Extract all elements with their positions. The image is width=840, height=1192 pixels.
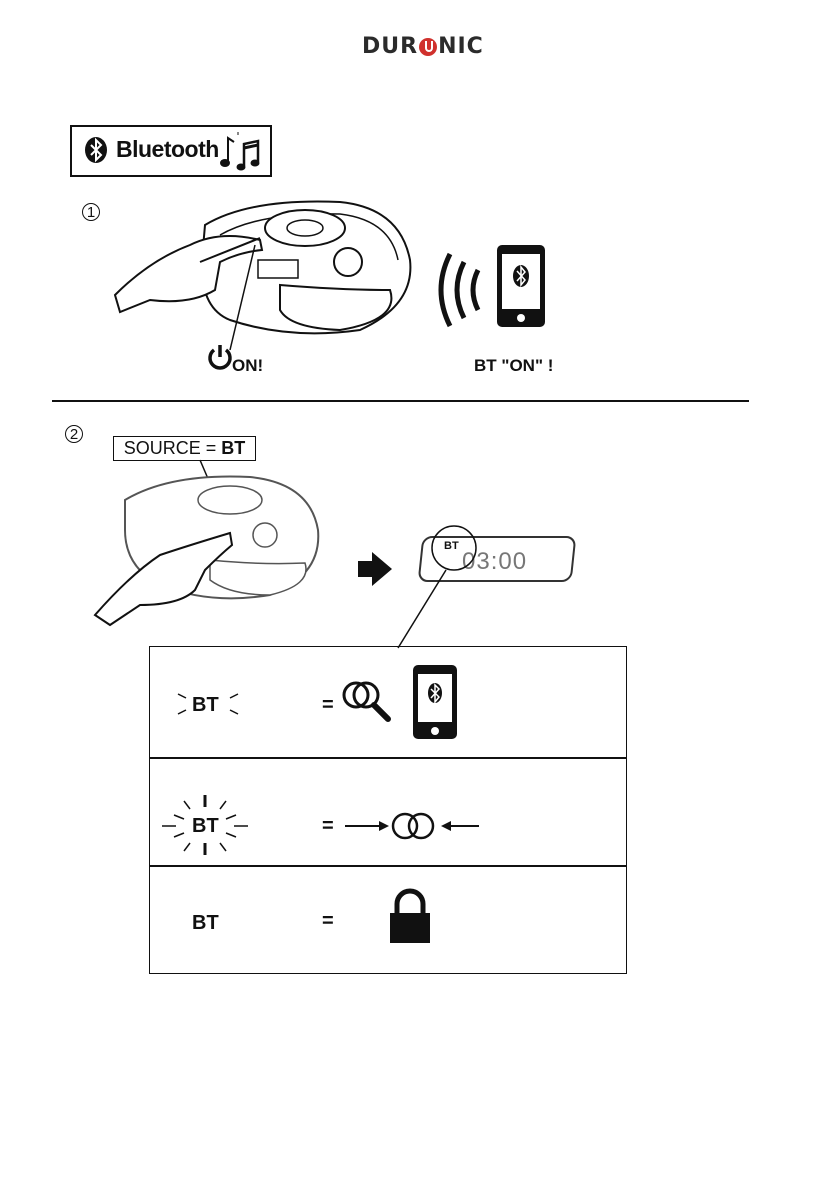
step-2-number: 2	[70, 427, 78, 442]
music-notes-icon	[220, 132, 264, 172]
equals-sign: =	[322, 694, 334, 717]
brand-logo: DUR NIC	[362, 34, 484, 59]
power-on-label: ON!	[232, 356, 263, 376]
step-1-number: 1	[87, 205, 95, 220]
row-divider	[150, 865, 626, 867]
equals-sign: =	[322, 815, 334, 838]
power-o-icon	[419, 38, 437, 56]
step-1-marker: 1	[82, 203, 100, 221]
boombox-illustration	[110, 190, 420, 350]
bluetooth-label: Bluetooth	[116, 136, 219, 163]
legend-bt-slow: BT	[192, 694, 219, 717]
row-divider	[150, 757, 626, 759]
brand-logo-text: DUR	[362, 34, 418, 59]
pairing-icon	[345, 810, 485, 842]
bt-on-label: BT "ON" !	[474, 356, 553, 376]
power-icon	[207, 344, 233, 372]
lock-icon	[388, 890, 432, 944]
legend-bt-fast: BT	[192, 815, 219, 838]
display-callout	[396, 523, 486, 653]
brand-logo-text-end: NIC	[438, 34, 484, 59]
boombox-source-illustration	[80, 455, 330, 625]
section-divider	[52, 400, 749, 402]
equals-sign: =	[322, 910, 334, 933]
phone-bluetooth-icon	[497, 245, 545, 327]
signal-waves-icon	[434, 250, 484, 330]
legend-bt-steady: BT	[192, 912, 219, 935]
step-2-marker: 2	[65, 425, 83, 443]
search-pairing-icon	[342, 679, 398, 721]
phone-bluetooth-icon	[413, 665, 457, 739]
arrow-right-icon	[358, 552, 392, 586]
display-bt-indicator: BT	[444, 540, 459, 552]
bluetooth-icon	[84, 137, 112, 165]
